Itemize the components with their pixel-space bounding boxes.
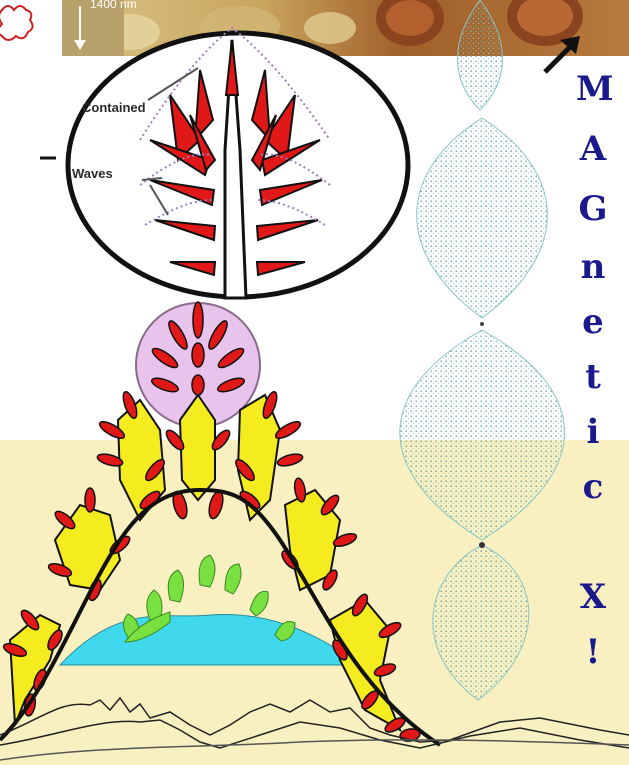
title-letter: c <box>576 470 610 504</box>
title-letter: X <box>576 580 610 614</box>
title-letter: G <box>576 192 610 226</box>
title-letter: ! <box>576 635 610 669</box>
red-cloud-icon <box>0 6 33 40</box>
title-letter: i <box>576 415 610 449</box>
title-letter: e <box>576 305 610 339</box>
waves-label: Waves <box>72 166 113 181</box>
title-letter: A <box>576 132 610 166</box>
title-letter: t <box>576 360 610 394</box>
contained-label: Contained <box>82 100 146 115</box>
scale-label: 1400 nm <box>90 0 137 11</box>
photo-strip: 1400 nm <box>62 0 629 56</box>
inset-circle: Contained Waves <box>40 28 408 298</box>
title-letter: n <box>576 250 610 284</box>
title-letter: M <box>576 72 610 106</box>
